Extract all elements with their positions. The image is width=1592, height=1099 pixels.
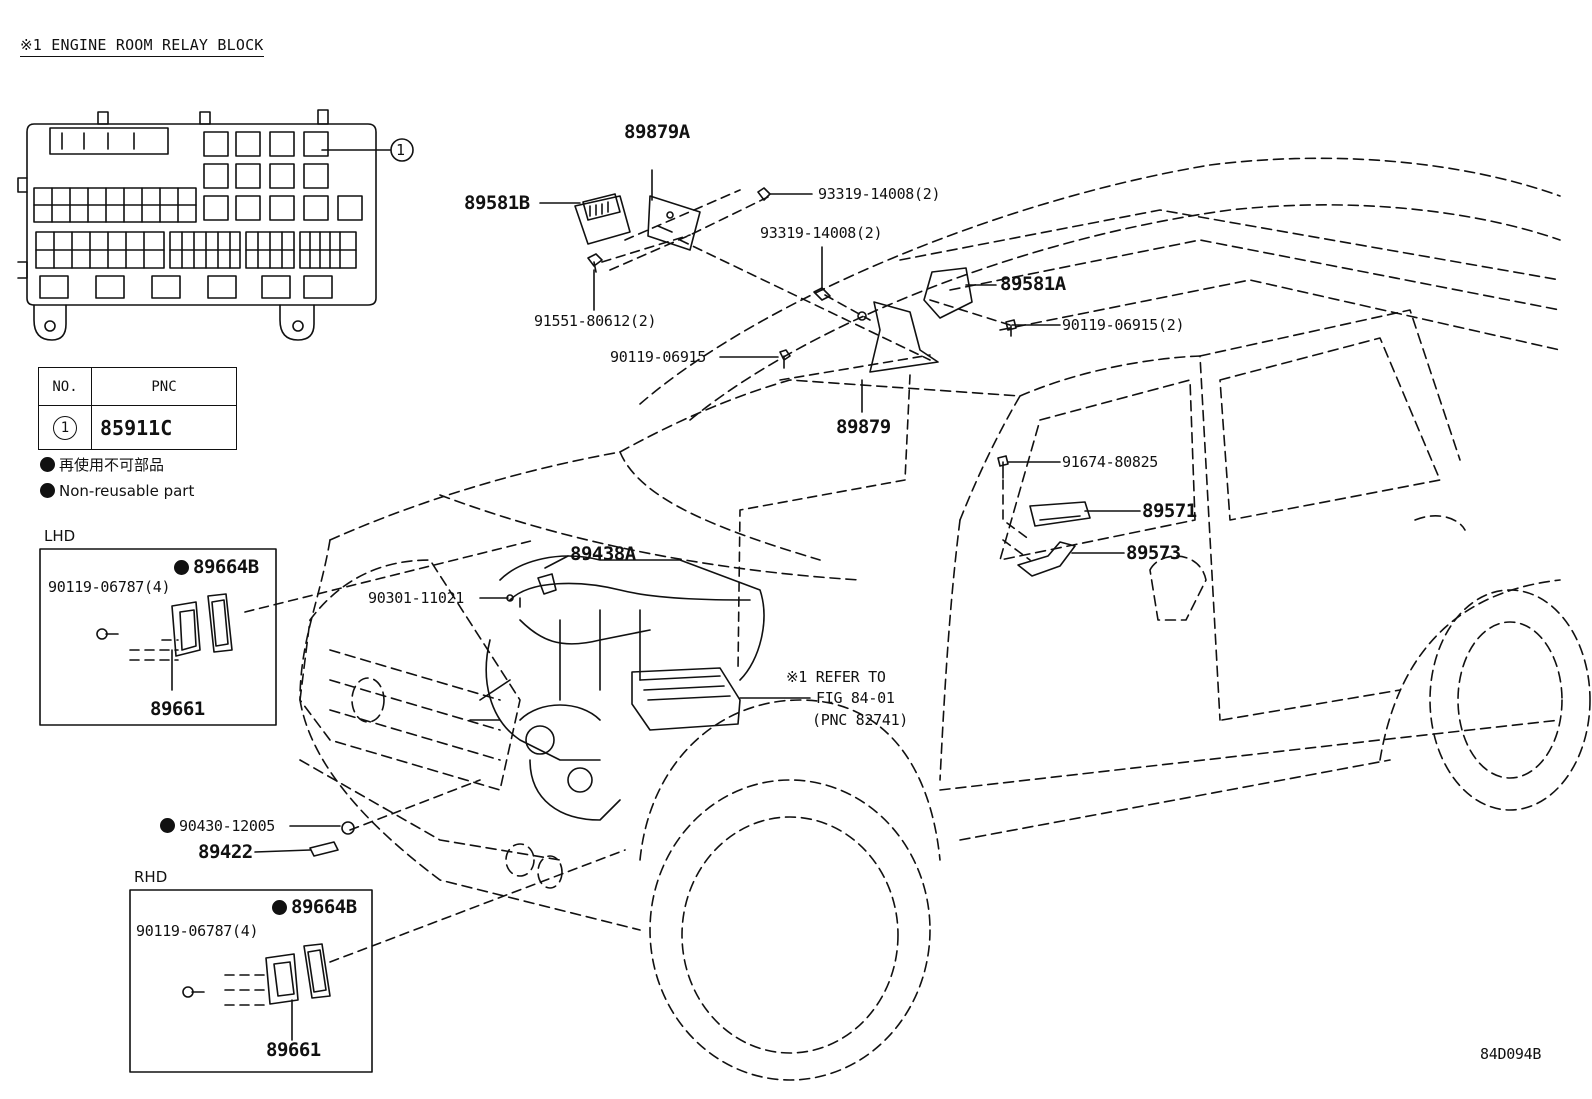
- part-89879A: 89879A: [624, 121, 690, 143]
- label-leaders: [171, 169, 1141, 1041]
- rhd-box: [129, 889, 373, 1073]
- part-89573: 89573: [1126, 542, 1181, 564]
- part-89571: 89571: [1142, 500, 1197, 522]
- lhd-part-89664B: 89664B: [174, 558, 259, 577]
- part-89879: 89879: [836, 416, 891, 438]
- non-reusable-dot-icon: [40, 457, 55, 472]
- lhd-part-90119: 90119-06787(4): [48, 578, 171, 596]
- pnc-table: NO. PNC 1 85911C: [38, 367, 237, 450]
- rhd-part-89661: 89661: [266, 1039, 321, 1061]
- part-90119-06915: 90119-06915: [610, 348, 707, 366]
- rhd-part-90119: 90119-06787(4): [136, 922, 259, 940]
- table-header-pnc: PNC: [91, 367, 237, 406]
- part-90301: 90301-11021: [368, 589, 465, 607]
- lhd-part-89661: 89661: [150, 698, 205, 720]
- non-reusable-dot-icon: [40, 483, 55, 498]
- refer-line3: (PNC 82741): [812, 711, 909, 729]
- engine-sketch: [469, 555, 765, 821]
- table-header-no: NO.: [38, 367, 92, 406]
- part-90430: 90430-12005: [160, 818, 275, 834]
- refer-line2: FIG 84-01: [816, 689, 895, 707]
- rhd-part-89664B: 89664B: [272, 898, 357, 917]
- legend-en: Non-reusable part: [40, 483, 194, 499]
- leader-lines: [129, 189, 1031, 1006]
- section-lhd: LHD: [44, 527, 76, 545]
- non-reusable-dot-icon: [272, 900, 287, 915]
- part-91674: 91674-80825: [1062, 453, 1159, 471]
- table-row-pnc: 85911C: [91, 405, 237, 450]
- part-93319-b: 93319-14008(2): [760, 224, 883, 242]
- part-93319-a: 93319-14008(2): [818, 185, 941, 203]
- part-89581B: 89581B: [464, 192, 530, 214]
- diagram-title: ※1 ENGINE ROOM RELAY BLOCK: [20, 38, 264, 57]
- refer-line1: ※1 REFER TO: [786, 668, 886, 686]
- part-89581A: 89581A: [1000, 273, 1066, 295]
- non-reusable-dot-icon: [174, 560, 189, 575]
- callout-number: 1: [396, 141, 405, 159]
- vehicle-outline: [299, 157, 1591, 1081]
- section-rhd: RHD: [134, 868, 168, 886]
- part-89422: 89422: [198, 841, 253, 863]
- part-91551: 91551-80612(2): [534, 312, 657, 330]
- relay-block-drawing: [17, 109, 414, 341]
- lhd-box: [39, 548, 277, 726]
- part-89438A: 89438A: [570, 543, 636, 565]
- part-90119-06915-2: 90119-06915(2): [1062, 316, 1185, 334]
- legend-jp: 再使用不可部品: [40, 457, 164, 473]
- small-parts: [96, 187, 1091, 1005]
- diagram-id: 84D094B: [1480, 1045, 1542, 1063]
- table-row-no: 1: [38, 405, 92, 450]
- non-reusable-dot-icon: [160, 818, 175, 833]
